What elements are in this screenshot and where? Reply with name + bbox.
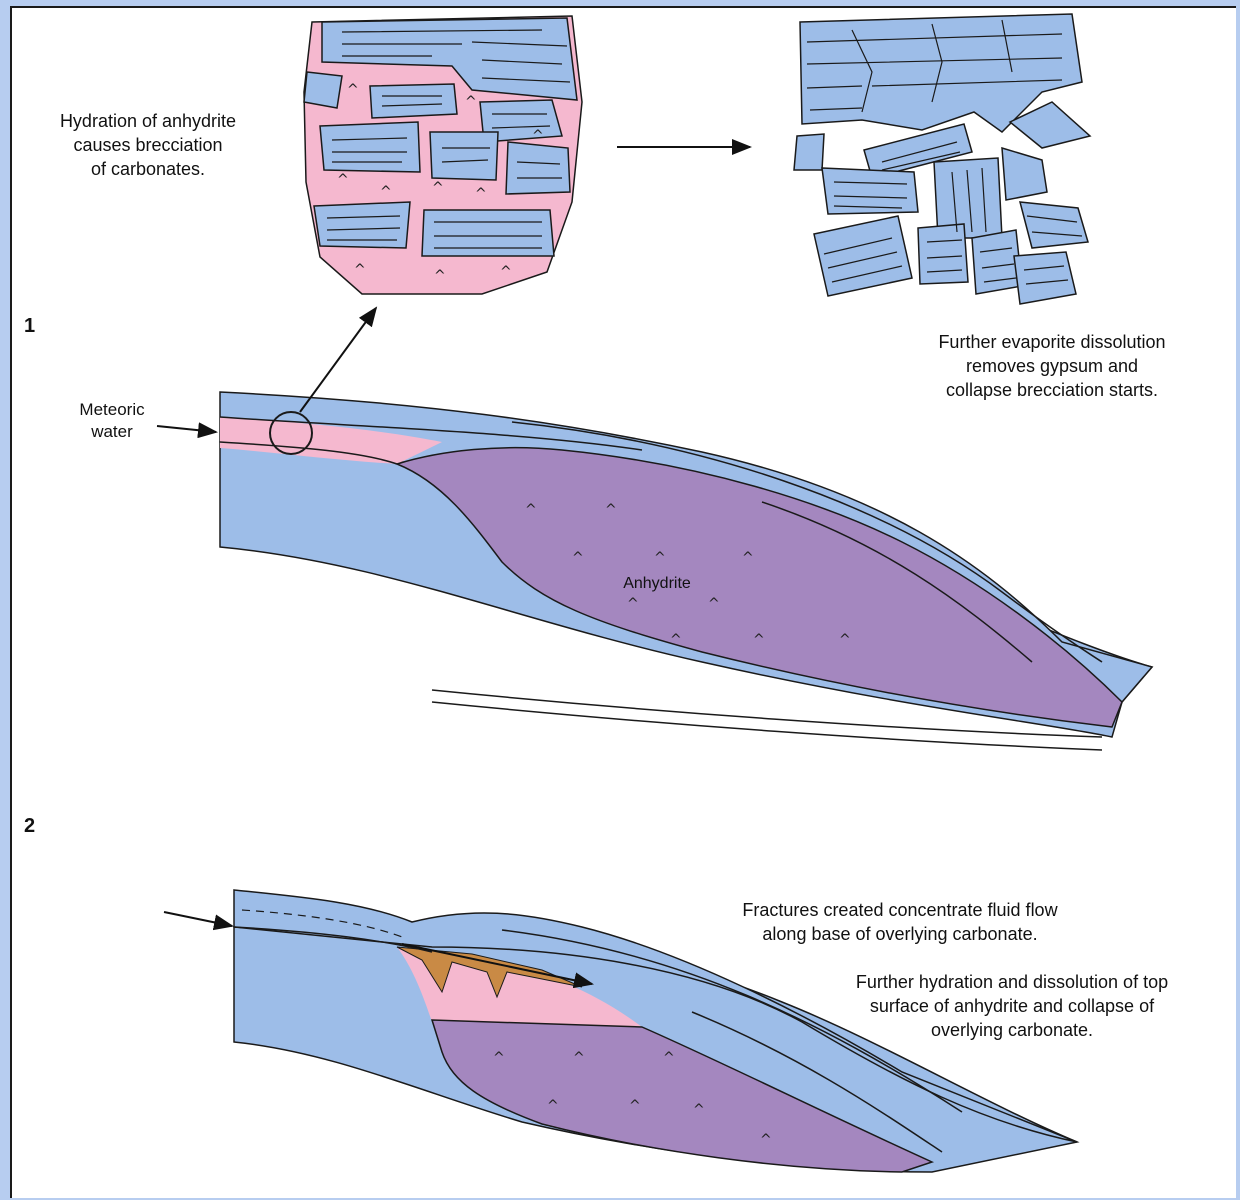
svg-text:^: ^	[547, 1098, 559, 1114]
svg-text:of carbonates.: of carbonates.	[91, 159, 205, 179]
svg-text:Further hydration and dissolut: Further hydration and dissolution of top	[856, 972, 1168, 992]
svg-text:collapse brecciation starts.: collapse brecciation starts.	[946, 380, 1158, 400]
svg-text:^: ^	[742, 550, 754, 566]
svg-text:^: ^	[760, 1132, 772, 1148]
svg-text:causes brecciation: causes brecciation	[73, 135, 222, 155]
svg-text:^: ^	[354, 262, 366, 278]
svg-text:^: ^	[693, 1102, 705, 1118]
svg-text:^: ^	[753, 632, 765, 648]
svg-text:Fractures created concentrate: Fractures created concentrate fluid flow	[742, 900, 1058, 920]
sample-to-inset-arrow	[300, 308, 376, 412]
svg-text:removes gypsum and: removes gypsum and	[966, 356, 1138, 376]
svg-text:^: ^	[500, 264, 512, 280]
svg-text:^: ^	[627, 596, 639, 612]
stage-label-2: 2	[24, 815, 35, 837]
svg-text:^: ^	[347, 82, 359, 98]
svg-text:^: ^	[434, 268, 446, 284]
svg-text:water: water	[90, 422, 133, 441]
hydration-breccia-inset: ^ ^ ^ ^ ^ ^ ^ ^ ^ ^	[304, 16, 582, 294]
svg-text:^: ^	[475, 186, 487, 202]
svg-text:along base of overlying carbon: along base of overlying carbonate.	[762, 924, 1037, 944]
svg-text:^: ^	[525, 502, 537, 518]
svg-text:Meteoric: Meteoric	[79, 400, 145, 419]
fractures-caption: Fractures created concentrate fluid flow…	[742, 900, 1058, 944]
svg-text:^: ^	[432, 180, 444, 196]
svg-text:surface of anhydrite and colla: surface of anhydrite and collapse of	[870, 996, 1155, 1016]
inflow-arrow-2	[164, 912, 232, 926]
anhydrite-label: Anhydrite	[623, 575, 691, 592]
diagram-frame: ^ ^ ^ ^ ^ ^ ^ ^ ^ ^ Hydration of anhydri…	[10, 6, 1236, 1198]
svg-text:overlying carbonate.: overlying carbonate.	[931, 1020, 1093, 1040]
svg-text:^: ^	[670, 632, 682, 648]
svg-text:^: ^	[605, 502, 617, 518]
meteoric-water-label: Meteoric water	[79, 400, 216, 441]
svg-text:^: ^	[465, 94, 477, 110]
svg-text:^: ^	[337, 172, 349, 188]
svg-text:Hydration of anhydrite: Hydration of anhydrite	[60, 111, 236, 131]
further-hydration-caption: Further hydration and dissolution of top…	[856, 972, 1168, 1040]
diagram-canvas: ^ ^ ^ ^ ^ ^ ^ ^ ^ ^ Hydration of anhydri…	[12, 8, 1238, 1200]
svg-text:^: ^	[629, 1098, 641, 1114]
svg-text:^: ^	[572, 550, 584, 566]
hydration-caption: Hydration of anhydrite causes brecciatio…	[60, 111, 236, 179]
svg-text:^: ^	[663, 1050, 675, 1066]
collapse-breccia-inset	[794, 14, 1090, 304]
svg-text:^: ^	[573, 1050, 585, 1066]
svg-text:^: ^	[493, 1050, 505, 1066]
svg-text:^: ^	[708, 596, 720, 612]
svg-text:^: ^	[654, 550, 666, 566]
further-dissolution-caption: Further evaporite dissolution removes gy…	[938, 332, 1165, 400]
svg-text:^: ^	[380, 184, 392, 200]
svg-text:^: ^	[839, 632, 851, 648]
svg-text:Further evaporite dissolution: Further evaporite dissolution	[938, 332, 1165, 352]
stage-label-1: 1	[24, 315, 35, 337]
svg-text:^: ^	[532, 128, 544, 144]
